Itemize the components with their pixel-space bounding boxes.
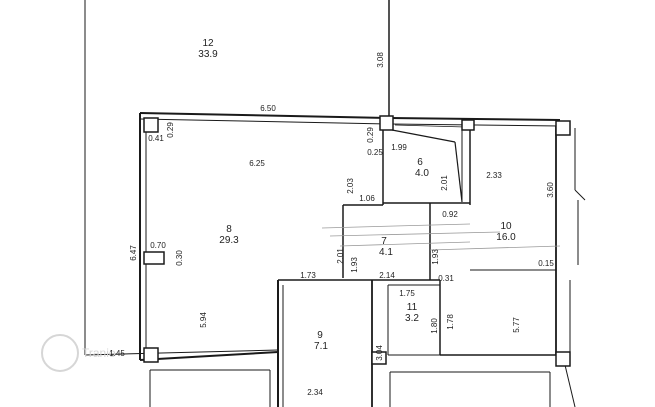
dim-label: 0.29 [166, 122, 175, 138]
dim-label: 2.34 [307, 388, 323, 397]
dim-label: 1.99 [391, 143, 407, 152]
dim-label: 3.60 [546, 182, 555, 198]
dim-label: 0.31 [438, 274, 454, 283]
room-labels: 12 33.9 8 29.3 6 4.0 7 4.1 10 16.0 9 7.1… [198, 38, 516, 352]
room-7-area: 4.1 [379, 247, 393, 258]
dim-label: 5.77 [512, 317, 521, 333]
room-6-area: 4.0 [415, 168, 429, 179]
dim-label: 1.06 [359, 194, 375, 203]
room-8-area: 29.3 [219, 235, 239, 246]
dim-label: 1.75 [399, 289, 415, 298]
dim-label: 0.29 [366, 127, 375, 143]
dim-label: 1.93 [431, 249, 440, 265]
dim-label: 1.73 [300, 271, 316, 280]
room-12-number: 12 [202, 38, 214, 49]
dim-label: 1.78 [446, 314, 455, 330]
watermark: Tranio [41, 334, 116, 372]
dim-label: 3.04 [375, 345, 384, 361]
room-10-area: 16.0 [496, 232, 516, 243]
room-6-number: 6 [417, 157, 423, 168]
room-9-number: 9 [317, 330, 323, 341]
dim-label: 3.08 [376, 52, 385, 68]
dim-label: 0.25 [367, 148, 383, 157]
dim-label: 0.15 [538, 259, 554, 268]
dim-label: 0.92 [442, 210, 458, 219]
dimension-labels: 6.50 3.08 0.41 0.29 6.25 0.29 0.25 1.99 … [109, 52, 555, 397]
pencil-hatch [321, 223, 561, 251]
room-11-number: 11 [407, 302, 418, 313]
dim-label: 2.14 [379, 271, 395, 280]
dim-label: 1.80 [430, 318, 439, 334]
columns [143, 115, 571, 367]
dim-label: 1.93 [350, 257, 359, 273]
dim-label: 6.47 [129, 245, 138, 261]
dim-label: 5.94 [199, 312, 208, 328]
room-7-number: 7 [381, 236, 387, 247]
dim-label: 0.70 [150, 241, 166, 250]
room-11-area: 3.2 [405, 313, 419, 324]
room-8-number: 8 [226, 224, 232, 235]
dim-label: 6.25 [249, 159, 265, 168]
dim-label: 0.41 [148, 134, 164, 143]
room-12-area: 33.9 [198, 49, 218, 60]
dim-label: 0.30 [175, 250, 184, 266]
watermark-logo-icon [41, 334, 79, 372]
dim-label: 2.01 [336, 248, 345, 264]
dim-label: 2.01 [440, 175, 449, 191]
room-9-area: 7.1 [314, 341, 328, 352]
walls [84, 0, 586, 407]
dim-label: 2.03 [346, 178, 355, 194]
dim-label: 2.33 [486, 171, 502, 180]
dim-label: 6.50 [260, 104, 276, 113]
watermark-text: Tranio [82, 346, 116, 360]
room-10-number: 10 [500, 221, 512, 232]
dim-label: 1.45 [109, 349, 125, 358]
